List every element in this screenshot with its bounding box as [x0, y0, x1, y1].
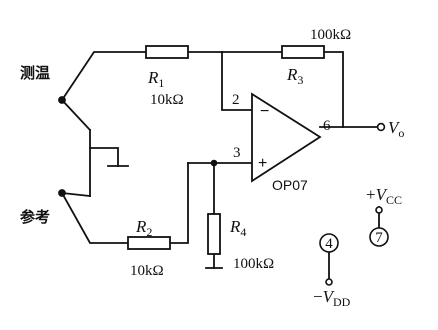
- pin-3-label: 3: [233, 145, 241, 161]
- vcc-terminal: [375, 206, 383, 214]
- junction-r4: [210, 159, 218, 167]
- pin-7-label: 7: [375, 230, 383, 246]
- op-amp-minus-sign: −: [260, 103, 269, 120]
- op-amp-model: OP07: [272, 177, 308, 193]
- wire-sense-top: [60, 51, 147, 102]
- wire-inverting-input: [221, 51, 253, 111]
- r4-value: 100kΩ: [233, 256, 274, 272]
- vdd-label: −VDD: [313, 287, 351, 309]
- op-amp-plus-sign: +: [258, 155, 267, 172]
- output-terminal: [376, 122, 386, 132]
- pin-4-circle: [319, 233, 339, 253]
- r2-name: R2: [135, 217, 152, 239]
- r1-name: R1: [147, 68, 164, 90]
- vcc-label: +VCC: [366, 185, 402, 207]
- pin-4-marker: 4: [319, 233, 339, 253]
- reference-label: 参考: [20, 208, 50, 226]
- wire-ref-top: [61, 192, 91, 197]
- pin-2-label: 2: [232, 92, 240, 108]
- pin-7-circle: [369, 227, 389, 247]
- wire-sense-bottom: [60, 98, 92, 132]
- wire-r3-to-output: [323, 51, 344, 128]
- r3-value: 100kΩ: [310, 27, 351, 43]
- resistor-r4: [207, 213, 221, 255]
- junction-sense: [58, 96, 66, 104]
- pin-6-label: 6: [323, 118, 331, 134]
- pin-4-label: 4: [325, 236, 333, 252]
- junctions: [58, 96, 386, 286]
- wire-ground-link: [89, 147, 119, 167]
- op-amp-triangle: [251, 92, 322, 183]
- output-label: Vo: [388, 118, 404, 140]
- pin-7-marker: 7: [369, 227, 389, 247]
- sense-temp-label: 测温: [20, 64, 50, 82]
- wire-ref-bottom: [60, 191, 129, 244]
- r4-name: R4: [229, 217, 246, 239]
- r3-name: R3: [286, 65, 303, 87]
- vdd-terminal: [325, 278, 333, 286]
- resistor-r1: [145, 45, 189, 59]
- wire-r2-to-node: [169, 162, 189, 244]
- r2-value: 10kΩ: [130, 263, 164, 279]
- resistor-r2: [127, 236, 171, 250]
- junction-ref: [58, 189, 66, 197]
- wires: [60, 51, 380, 283]
- r1-value: 10kΩ: [150, 92, 184, 108]
- resistor-r3: [281, 45, 325, 59]
